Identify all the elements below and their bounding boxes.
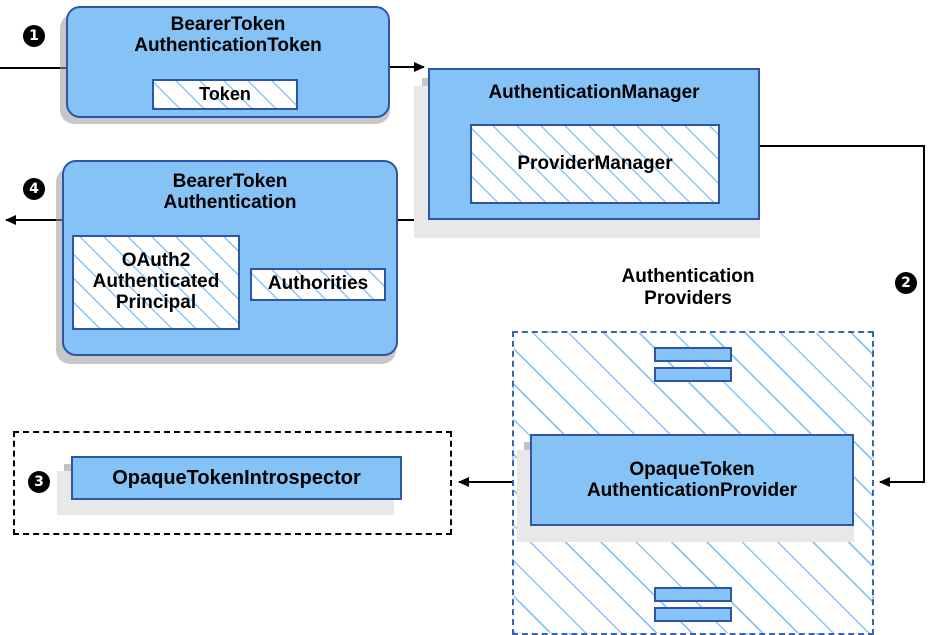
node-opaque-token-introspector[interactable]: OpaqueTokenIntrospector bbox=[71, 456, 402, 500]
step-badge-2: 2 bbox=[895, 272, 917, 294]
stacked-bars-icon-bottom-upper bbox=[654, 587, 732, 602]
authentication-manager-title: AuthenticationManager bbox=[488, 82, 700, 103]
inner-authorities-box: Authorities bbox=[250, 268, 386, 301]
bearer-token-authentication-title: BearerToken Authentication bbox=[163, 171, 297, 214]
step-badge-4: 4 bbox=[23, 178, 45, 200]
inner-oauth2-authenticated-principal-box: OAuth2 Authenticated Principal bbox=[72, 235, 240, 330]
step-badge-3: 3 bbox=[28, 471, 50, 493]
opaque-token-introspector-container bbox=[13, 431, 452, 535]
stacked-bars-icon-bottom-lower bbox=[654, 607, 732, 622]
stacked-bars-icon-top-lower bbox=[654, 367, 732, 382]
inner-provider-manager-box: ProviderManager bbox=[470, 124, 720, 204]
node-opaque-token-authentication-provider[interactable]: OpaqueToken AuthenticationProvider bbox=[530, 434, 854, 526]
stacked-bars-icon-top-upper bbox=[654, 347, 732, 362]
opaque-token-authentication-provider-title: OpaqueToken AuthenticationProvider bbox=[586, 458, 798, 501]
authentication-providers-label: Authentication Providers bbox=[621, 266, 755, 309]
bearer-token-authentication-token-title: BearerToken AuthenticationToken bbox=[134, 14, 322, 57]
opaque-token-introspector-title: OpaqueTokenIntrospector bbox=[112, 466, 361, 489]
step-badge-1: 1 bbox=[23, 25, 45, 47]
inner-token-box: Token bbox=[152, 79, 298, 110]
